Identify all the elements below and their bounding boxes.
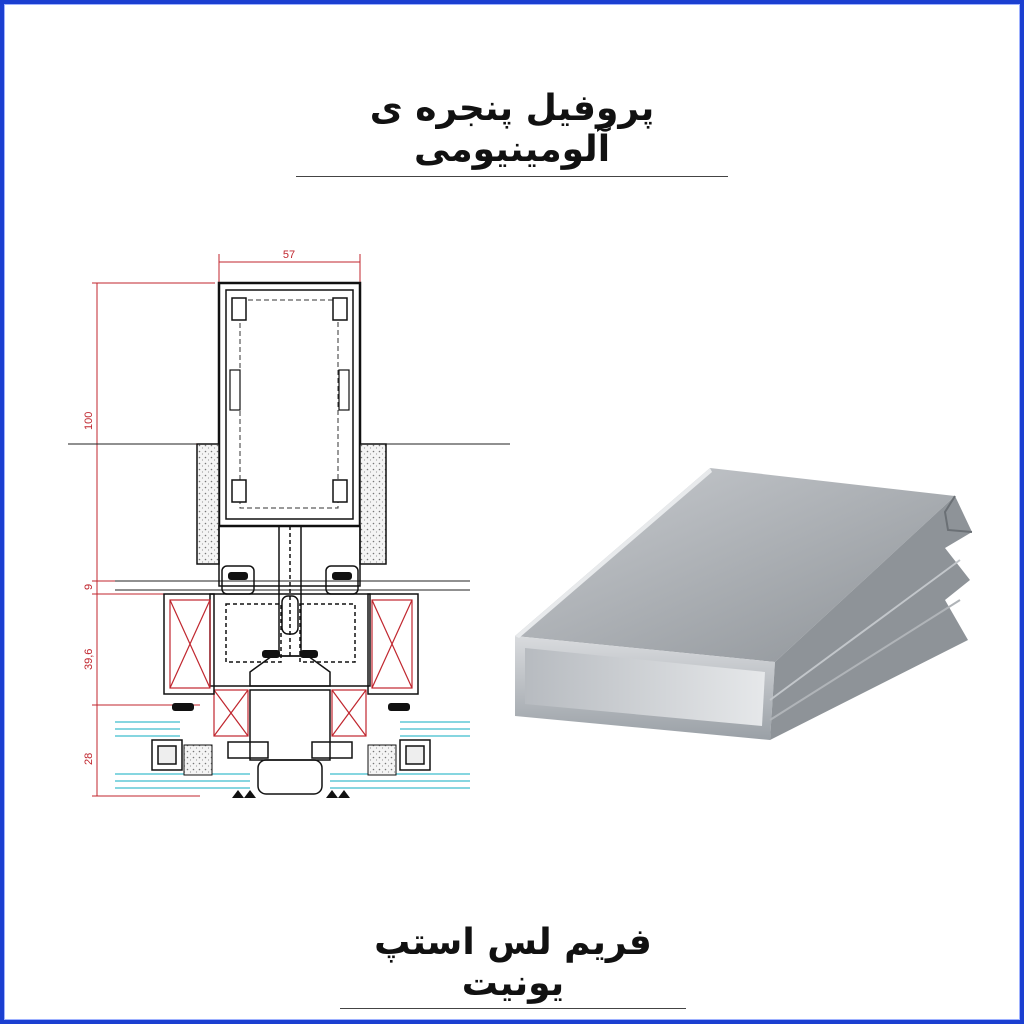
right-sealant xyxy=(367,744,397,776)
dimension-9-label: 9 xyxy=(83,584,95,590)
spacer-blocks xyxy=(151,739,431,771)
glass-panes xyxy=(115,721,470,789)
profile-caption: فریم لس استپ یونیت xyxy=(340,922,686,1009)
main-tube xyxy=(217,281,362,528)
dimension-28-label: 28 xyxy=(83,753,95,765)
right-wall-fill xyxy=(359,443,387,565)
reference-lines xyxy=(68,443,510,591)
left-wall-fill xyxy=(196,443,220,565)
dimension-39-label: 39,6 xyxy=(83,649,95,670)
dimension-top-label: 57 xyxy=(283,249,295,261)
thermal-break-boxes xyxy=(169,599,413,737)
gaskets xyxy=(172,572,410,798)
outer-frame-lines xyxy=(163,593,419,695)
dimension-100-label: 100 xyxy=(83,412,95,430)
profile-3d-render xyxy=(515,468,973,740)
page-title: پروفیل پنجره ی آلومینیومی xyxy=(296,88,728,177)
left-sealant xyxy=(183,744,213,776)
mullion-body xyxy=(209,525,371,795)
